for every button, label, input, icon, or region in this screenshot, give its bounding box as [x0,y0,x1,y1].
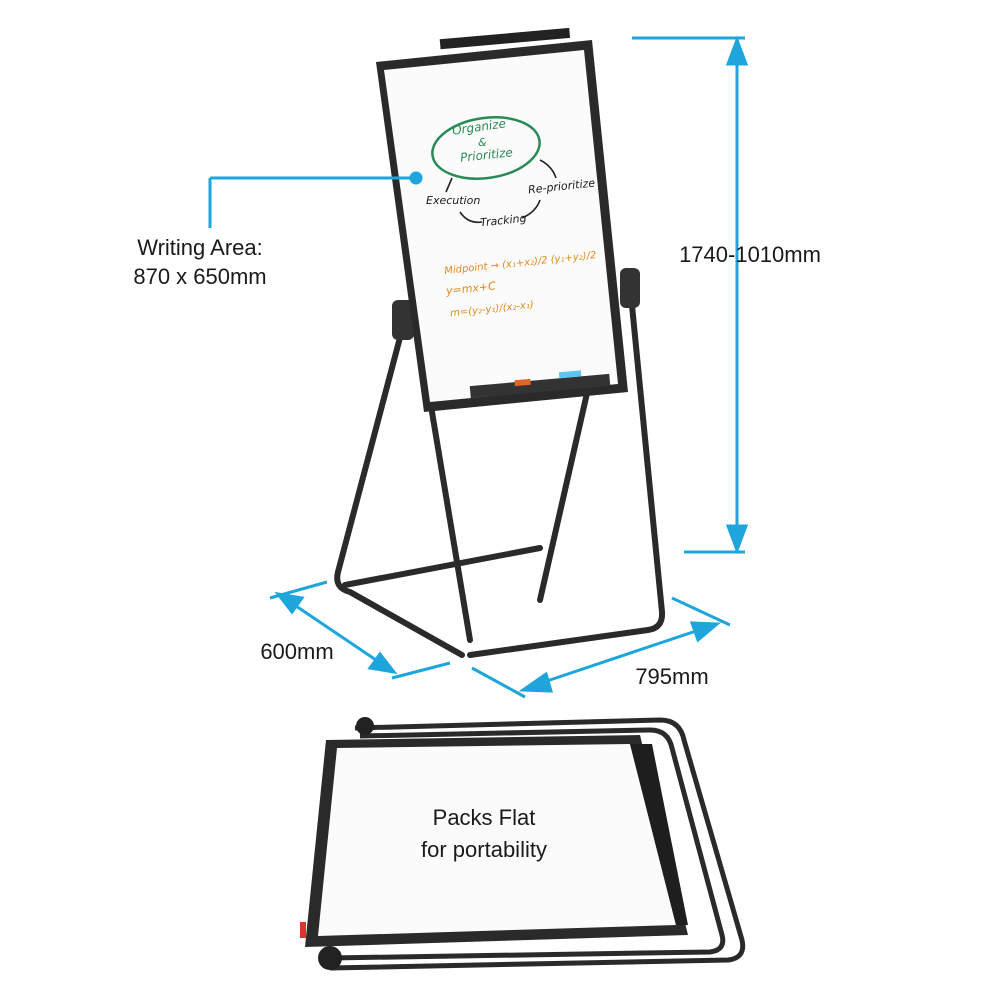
arrow-down-icon [725,524,749,555]
left-hinge [392,300,414,340]
writing-area-size: 870 x 650mm [133,264,267,289]
folded-easel [300,717,746,971]
dimension-lines [208,35,749,699]
packs-flat-label: Packs Flat [432,805,536,830]
flow-arrows [445,159,557,224]
height-range-label: 1740-1010mm [679,242,821,267]
green-circle [431,116,541,180]
whiteboard-text-execution: Execution [426,194,481,207]
arrow-up-icon [725,35,749,66]
right-hinge [620,268,640,308]
whiteboard-text-ampersand: & [478,136,487,149]
writing-surface [384,50,618,402]
portability-label: for portability [421,837,547,862]
top-clamp [439,27,571,50]
writing-area-title: Writing Area: [137,235,263,260]
width-label: 795mm [635,664,709,689]
marker-tray [469,373,611,399]
depth-label: 600mm [260,639,334,664]
